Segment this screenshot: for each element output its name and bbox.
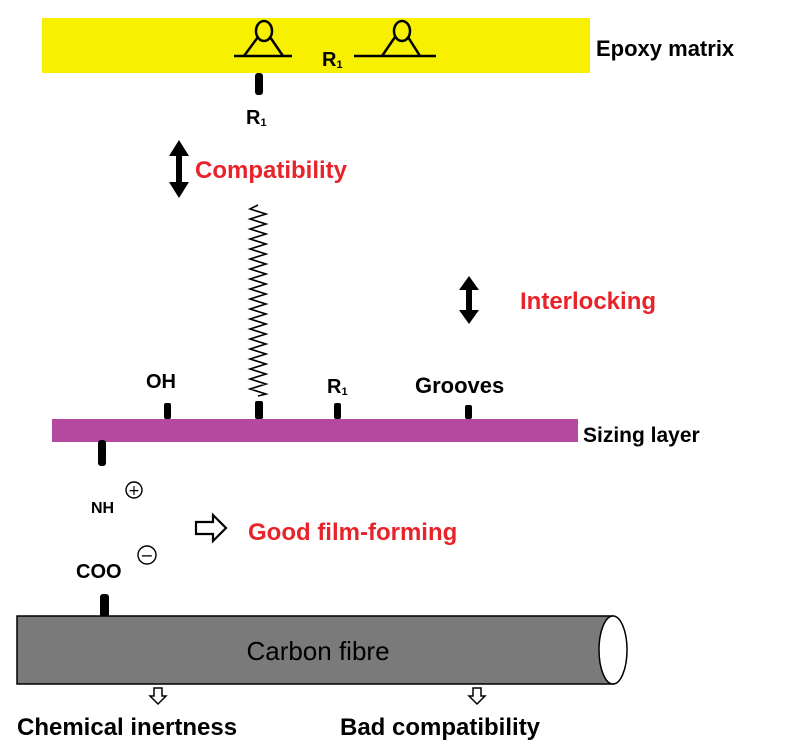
carbon-fibre-label: Carbon fibre	[246, 636, 389, 666]
pendant-r1-label: R1	[246, 107, 267, 129]
oh-bond	[164, 403, 171, 419]
molecular-chain-spring	[247, 204, 269, 397]
positive-charge-icon: +	[125, 481, 143, 499]
epoxy-matrix-label: Epoxy matrix	[596, 36, 735, 61]
svg-text:−: −	[140, 546, 153, 565]
epoxide-ring-left	[234, 19, 292, 58]
carbon-fibre-cylinder	[16, 615, 628, 685]
compatibility-arrow-icon	[169, 140, 189, 198]
surface-r1-label: R1	[327, 376, 348, 398]
compatibility-label: Compatibility	[195, 157, 348, 184]
compatibility-down-arrow-icon	[467, 687, 487, 706]
negative-charge-icon: −	[137, 545, 157, 565]
interlocking-label: Interlocking	[520, 288, 656, 315]
sizing-layer-label: Sizing layer	[583, 424, 700, 447]
r1-bond	[334, 403, 341, 419]
bad-compatibility-label: Bad compatibility	[340, 714, 541, 741]
spring-anchor-bond	[255, 401, 263, 419]
inertness-arrow-icon	[148, 687, 168, 706]
interlocking-arrow-icon	[459, 276, 479, 324]
epoxide-ring-right	[354, 19, 436, 58]
epoxy-matrix-band	[42, 18, 590, 73]
oh-group-label: OH	[146, 371, 176, 393]
nh-group-label: NH	[91, 500, 114, 517]
epoxy-r1-label: R1	[322, 49, 343, 71]
svg-text:+: +	[128, 483, 140, 499]
coo-group-label: COO	[76, 561, 122, 583]
nh-bond	[98, 440, 106, 466]
film-forming-arrow-icon	[194, 512, 228, 544]
grooves-bond	[465, 405, 472, 419]
sizing-layer-band	[52, 419, 578, 442]
grooves-label: Grooves	[415, 373, 504, 398]
good-film-forming-label: Good film-forming	[248, 519, 457, 546]
chemical-inertness-label: Chemical inertness	[17, 714, 237, 741]
coo-bond	[100, 594, 109, 618]
epoxy-pendant-bond	[255, 73, 263, 95]
